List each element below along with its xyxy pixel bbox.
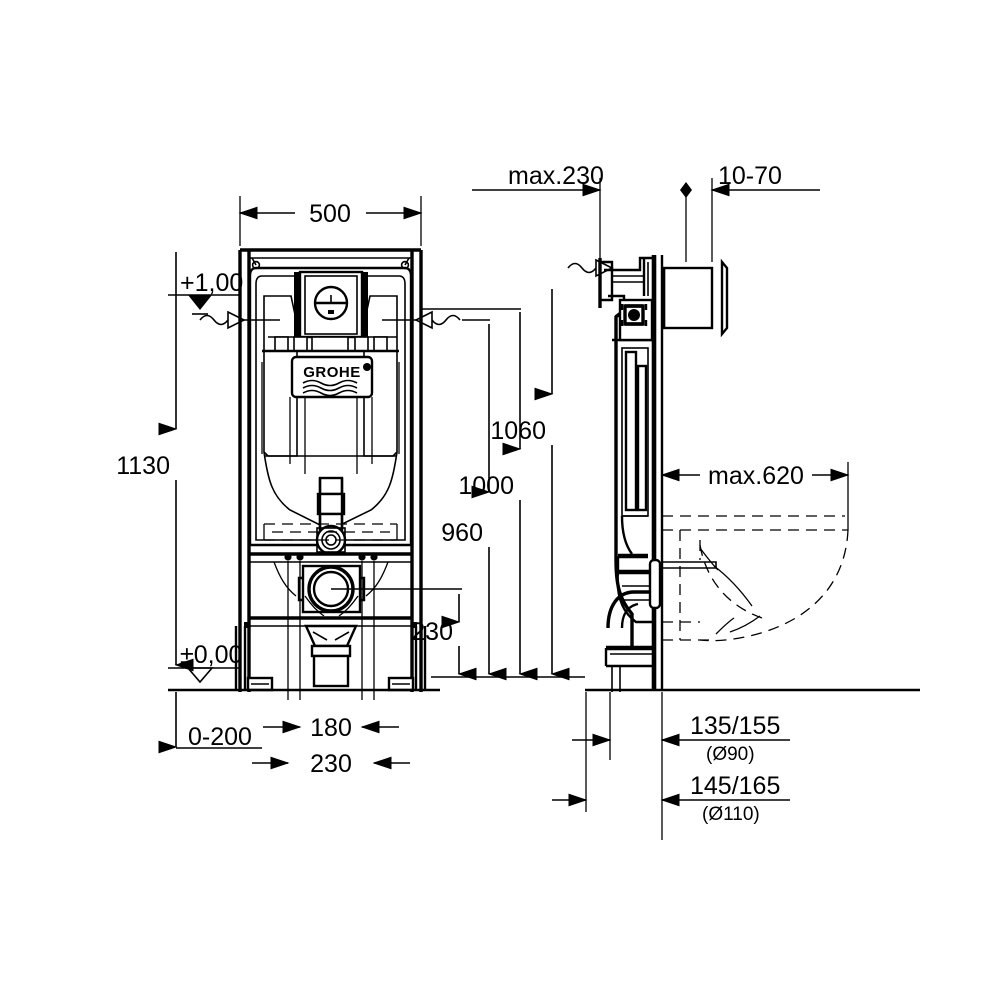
side-waste-socket bbox=[604, 590, 654, 692]
actuation-assembly bbox=[598, 256, 654, 340]
dim-max230-label: max.230 bbox=[508, 162, 604, 190]
waste-socket bbox=[304, 624, 358, 688]
wall-hatch-block bbox=[662, 266, 714, 330]
dim-max230: max.230 bbox=[472, 162, 604, 258]
internal-valve-column bbox=[620, 347, 649, 555]
cistern-side-profile bbox=[612, 298, 656, 648]
side-view-group bbox=[567, 182, 920, 692]
mid-cross-rail bbox=[249, 552, 412, 700]
break-symbol-side bbox=[567, 258, 614, 278]
outlet-elbow bbox=[273, 561, 420, 617]
dim-230-bottom-label: 230 bbox=[310, 750, 352, 778]
flush-valve-housing bbox=[294, 270, 368, 339]
dim-width-500: 500 bbox=[238, 196, 423, 246]
flush-plate bbox=[720, 258, 729, 338]
dim-chain-1060-label: 1060 bbox=[490, 417, 546, 445]
frame-top-brackets bbox=[251, 257, 410, 270]
dim-230-bottom: 230 bbox=[252, 750, 410, 778]
dim-outlet-110: 145/165 (Ø110) bbox=[552, 692, 790, 825]
level-marker-plus100: +1,00 bbox=[168, 269, 243, 315]
dim-chain-1000-label: 1000 bbox=[458, 472, 514, 500]
break-symbol-left bbox=[199, 310, 280, 330]
dim-outlet-90: 135/155 (Ø90) bbox=[572, 692, 790, 840]
dim-chain-230-label: 230 bbox=[411, 618, 453, 646]
dim-height-1130: 1130 bbox=[116, 252, 194, 672]
front-view-group: GROHE bbox=[168, 248, 440, 700]
cistern-inner-funnel bbox=[263, 295, 398, 531]
dim-max620: max.620 bbox=[660, 462, 850, 530]
dim-chain-960-label: 960 bbox=[441, 519, 483, 547]
wall-bracket-side bbox=[648, 558, 662, 610]
flush-pipe bbox=[315, 476, 347, 556]
dim-10-70: 10-70 bbox=[710, 162, 820, 262]
vertical-dimension-chain: 230 960 1000 1060 bbox=[411, 289, 585, 681]
dim-10-70-label: 10-70 bbox=[718, 162, 782, 190]
level-marker-zero: ±0,00 bbox=[168, 641, 242, 684]
dim-max620-label: max.620 bbox=[708, 462, 804, 490]
dim-d90-label: (Ø90) bbox=[706, 744, 755, 765]
wc-bowl-outline bbox=[662, 515, 849, 642]
dim-180: 180 bbox=[263, 714, 399, 742]
cistern-internal-ribs bbox=[261, 362, 400, 474]
dim-d110-label: (Ø110) bbox=[702, 804, 760, 825]
dim-180-label: 180 bbox=[310, 714, 352, 742]
valve-base-plate bbox=[262, 336, 399, 353]
grohe-logo-text: GROHE bbox=[303, 364, 361, 381]
level-zero-label: ±0,00 bbox=[180, 641, 242, 669]
dim-135-155-label: 135/155 bbox=[690, 712, 780, 740]
grohe-logo-plate: GROHE bbox=[290, 355, 374, 399]
dim-0-200-label: 0-200 bbox=[188, 723, 252, 751]
centre-mark bbox=[680, 182, 692, 262]
frame-feet bbox=[234, 622, 427, 692]
dim-1130-label: 1130 bbox=[116, 452, 170, 480]
cistern-body bbox=[248, 266, 413, 547]
dim-foot-0-200: 0-200 bbox=[158, 692, 262, 754]
hidden-wall-bracket bbox=[263, 523, 398, 541]
dim-145-165-label: 145/165 bbox=[690, 772, 780, 800]
level-plus100-label: +1,00 bbox=[180, 269, 243, 297]
dim-500-label: 500 bbox=[309, 200, 351, 228]
break-symbol-right bbox=[382, 310, 461, 330]
